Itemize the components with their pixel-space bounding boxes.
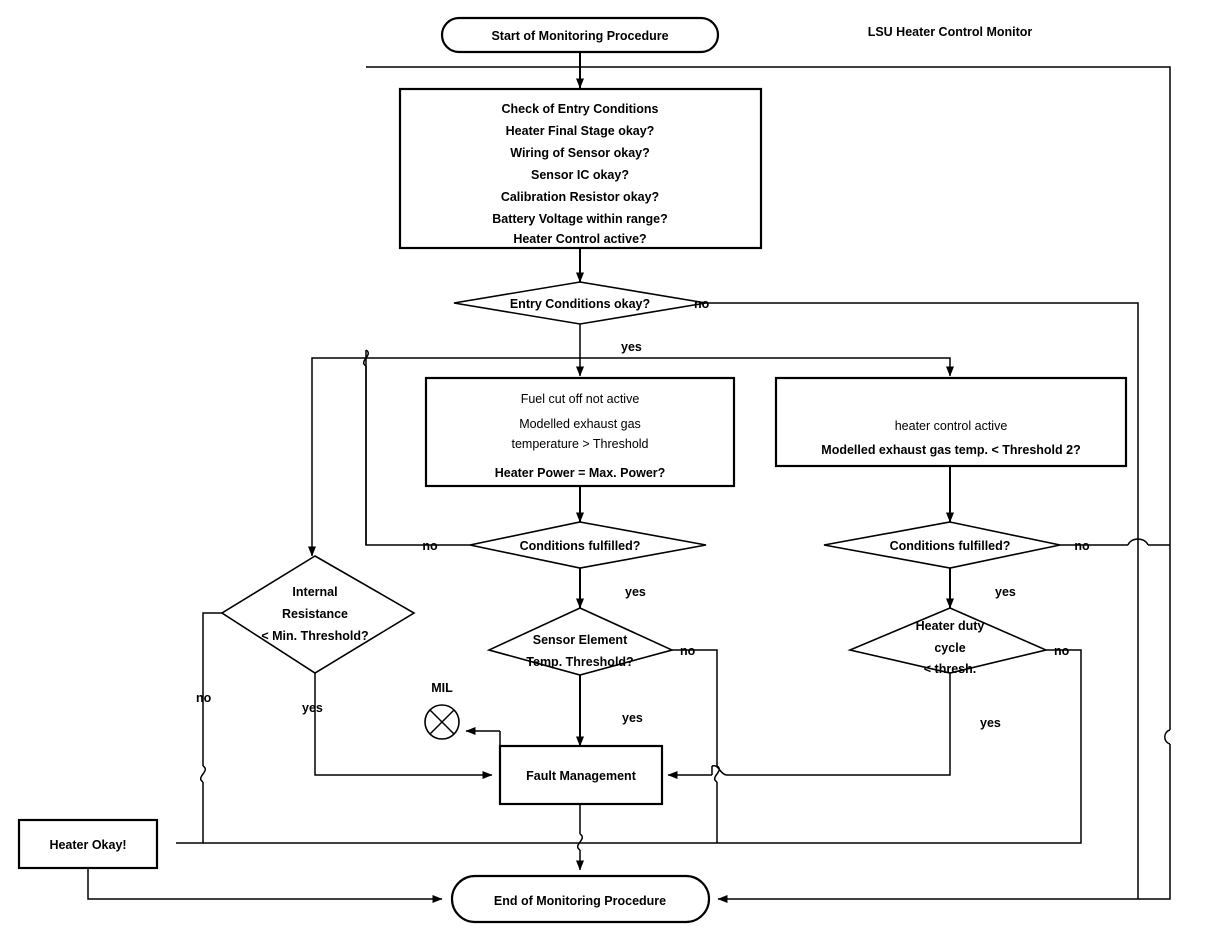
edge-label-rightcond-no: no xyxy=(1074,539,1090,553)
node-heater-okay[interactable]: Heater Okay! xyxy=(17,818,159,870)
node-end[interactable]: End of Monitoring Procedure xyxy=(450,874,711,924)
edge-rightcond-no xyxy=(1060,538,1170,546)
internal-resistance-line-3: < Min. Threshold? xyxy=(261,629,368,643)
edge-leftcond-no xyxy=(365,350,470,546)
right-conditions-line-2: Modelled exhaust gas temp. < Threshold 2… xyxy=(821,443,1080,457)
outer-return-frame xyxy=(366,66,1171,903)
internal-resistance-line-1: Internal xyxy=(292,585,337,599)
edge-label-entry-yes: yes xyxy=(621,340,642,354)
entry-check-line-2: Heater Final Stage okay? xyxy=(506,124,655,138)
entry-check-line-5: Calibration Resistor okay? xyxy=(501,190,659,204)
heater-duty-line-3: < thresh. xyxy=(924,662,976,676)
edge-duty-yes xyxy=(667,673,951,779)
entry-decision-label: Entry Conditions okay? xyxy=(510,297,650,311)
edge-duty-no xyxy=(203,649,1082,844)
edge-entry-yes xyxy=(308,324,954,557)
edge-sensor-no xyxy=(672,649,720,843)
left-conditions-line-3: temperature > Threshold xyxy=(512,437,649,451)
heater-duty-line-1: Heater duty xyxy=(916,619,985,633)
node-entry-check[interactable]: Check of Entry Conditions Heater Final S… xyxy=(398,87,763,250)
node-left-cond-decision[interactable]: Conditions fulfilled? xyxy=(469,521,707,569)
mil-label: MIL xyxy=(431,681,453,695)
node-right-conditions[interactable]: heater control active Modelled exhaust g… xyxy=(774,376,1128,468)
edge-heaterokay-to-end xyxy=(87,868,443,903)
left-conditions-line-2: Modelled exhaust gas xyxy=(519,417,641,431)
node-fault-management[interactable]: Fault Management xyxy=(498,744,664,806)
edge-label-sensor-no: no xyxy=(680,644,696,658)
entry-check-line-1: Check of Entry Conditions xyxy=(502,102,659,116)
left-conditions-line-4: Heater Power = Max. Power? xyxy=(495,466,666,480)
edge-label-entry-no: no xyxy=(694,297,710,311)
right-cond-decision-label: Conditions fulfilled? xyxy=(890,539,1011,553)
entry-check-line-6: Battery Voltage within range? xyxy=(492,212,668,226)
left-cond-decision-label: Conditions fulfilled? xyxy=(520,539,641,553)
node-entry-decision[interactable]: Entry Conditions okay? xyxy=(453,281,707,325)
edge-fault-to-mil xyxy=(465,727,501,746)
edge-label-sensor-yes: yes xyxy=(622,711,643,725)
page-title: LSU Heater Control Monitor xyxy=(868,25,1033,39)
edge-label-ir-yes: yes xyxy=(302,701,323,715)
edge-label-leftcond-yes: yes xyxy=(625,585,646,599)
edge-label-duty-yes: yes xyxy=(980,716,1001,730)
node-start[interactable]: Start of Monitoring Procedure xyxy=(440,16,720,54)
entry-check-line-7: Heater Control active? xyxy=(513,232,646,246)
right-conditions-line-1: heater control active xyxy=(895,419,1008,433)
heater-duty-line-2: cycle xyxy=(934,641,965,655)
left-conditions-line-1: Fuel cut off not active xyxy=(521,392,640,406)
node-end-label: End of Monitoring Procedure xyxy=(494,894,666,908)
node-right-cond-decision[interactable]: Conditions fulfilled? xyxy=(823,521,1061,569)
sensor-element-line-2: Temp. Threshold? xyxy=(526,655,633,669)
edge-entry-no xyxy=(706,302,1139,899)
mil-lamp-icon xyxy=(424,704,460,740)
node-sensor-element[interactable]: Sensor Element Temp. Threshold? xyxy=(486,607,675,676)
entry-check-line-3: Wiring of Sensor okay? xyxy=(510,146,650,160)
edge-label-leftcond-no: no xyxy=(422,539,438,553)
edge-ir-yes xyxy=(314,673,493,779)
sensor-element-line-1: Sensor Element xyxy=(533,633,628,647)
edge-label-rightcond-yes: yes xyxy=(995,585,1016,599)
node-start-label: Start of Monitoring Procedure xyxy=(491,29,668,43)
edge-label-duty-no: no xyxy=(1054,644,1070,658)
node-left-conditions[interactable]: Fuel cut off not active Modelled exhaust… xyxy=(424,376,736,488)
internal-resistance-line-2: Resistance xyxy=(282,607,348,621)
node-internal-resistance[interactable]: Internal Resistance < Min. Threshold? xyxy=(220,555,416,674)
heater-okay-label: Heater Okay! xyxy=(49,838,126,852)
edge-label-ir-no: no xyxy=(196,691,212,705)
node-heater-duty[interactable]: Heater duty cycle < thresh. xyxy=(847,607,1049,676)
edge-fault-to-end xyxy=(576,804,584,871)
fault-management-label: Fault Management xyxy=(526,769,637,783)
edge-ir-no xyxy=(176,612,222,844)
entry-check-line-4: Sensor IC okay? xyxy=(531,168,629,182)
